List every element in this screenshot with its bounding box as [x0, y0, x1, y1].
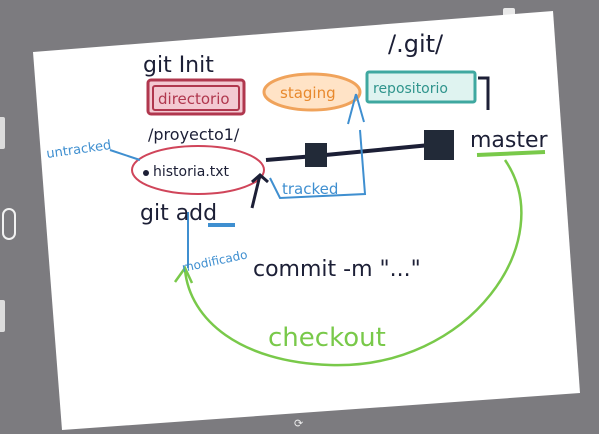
tracked-arrow-right: [347, 93, 365, 125]
repo-pointer-arrow: [478, 76, 490, 110]
untracked-pointer: [109, 149, 141, 161]
repositorio-box: [365, 70, 477, 104]
staging-blob: [262, 72, 362, 112]
staging-label: staging: [280, 84, 336, 102]
paper-sheet: [33, 11, 580, 430]
commit-node-1: [305, 143, 327, 167]
historia-bullet: [143, 170, 149, 176]
checkout-arrow: [183, 159, 523, 367]
dotgit-label: /.git/: [388, 30, 444, 58]
directorio-box: [146, 78, 246, 116]
side-button-bottom[interactable]: [0, 300, 5, 332]
git-init-label: git Init: [143, 53, 214, 78]
checkout-label: checkout: [268, 323, 386, 353]
rotate-icon[interactable]: ⟳: [294, 417, 304, 430]
tracked-label: tracked: [282, 180, 338, 198]
commit-label: commit -m "...": [253, 257, 421, 282]
directorio-label: directorio: [158, 90, 230, 108]
git-add-label: git add: [140, 201, 217, 226]
corner-tab: [503, 8, 515, 18]
home-button-icon[interactable]: [2, 208, 16, 240]
master-label: master: [470, 128, 549, 153]
repositorio-label: repositorio: [373, 81, 448, 97]
master-underline: [476, 150, 546, 157]
tracked-bracket: [269, 129, 367, 200]
git-add-arrow: [250, 173, 269, 209]
historia-label: historia.txt: [153, 164, 230, 180]
proyecto-label: /proyecto1/: [148, 125, 240, 144]
commit-node-2: [424, 130, 454, 160]
side-button-top[interactable]: [0, 117, 5, 149]
historia-ellipse: [131, 145, 265, 195]
